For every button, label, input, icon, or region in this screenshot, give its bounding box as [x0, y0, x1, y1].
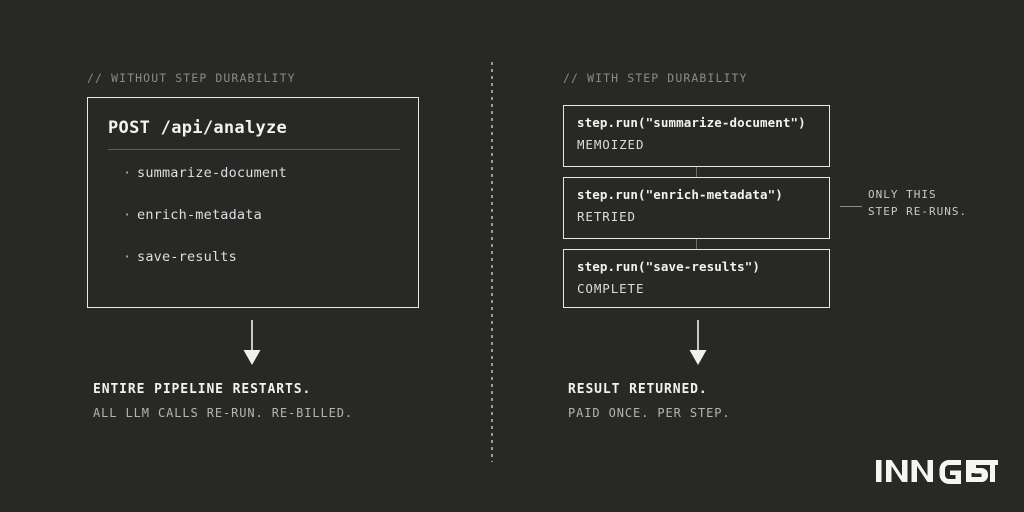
list-item-label: save-results [137, 249, 237, 265]
list-item: · summarize-document [123, 165, 287, 181]
status-badge: MEMOIZED [577, 137, 645, 152]
step-code: step.run("save-results") [577, 259, 761, 274]
inngest-logo [876, 458, 998, 484]
callout-annotation: ONLY THIS STEP RE-RUNS. [868, 186, 967, 220]
list-item-label: enrich-metadata [137, 207, 262, 223]
bullet-icon: · [123, 207, 132, 223]
step-connector [696, 239, 698, 249]
list-item: · enrich-metadata [123, 207, 262, 223]
step-box: step.run("summarize-document") MEMOIZED [563, 105, 830, 167]
callout-line-1: ONLY THIS [868, 188, 937, 201]
right-panel-caption: RESULT RETURNED. PAID ONCE. PER STEP. [568, 380, 731, 423]
callout-leader-line [840, 206, 862, 208]
monolith-request-card: POST /api/analyze · summarize-document · e… [87, 97, 419, 308]
caption-headline: RESULT RETURNED. [568, 382, 708, 397]
list-item: · save-results [123, 249, 237, 265]
caption-headline: ENTIRE PIPELINE RESTARTS. [93, 382, 312, 397]
step-code: step.run("enrich-metadata") [577, 187, 783, 202]
left-panel-comment: // WITHOUT STEP DURABILITY [87, 71, 296, 85]
callout-line-2: STEP RE-RUNS. [868, 205, 968, 218]
bullet-icon: · [123, 165, 132, 181]
step-code: step.run("summarize-document") [577, 115, 806, 130]
down-arrow-icon [687, 320, 709, 370]
right-panel-comment: // WITH STEP DURABILITY [563, 71, 748, 85]
list-item-label: summarize-document [137, 165, 287, 181]
bullet-icon: · [123, 249, 132, 265]
left-panel-caption: ENTIRE PIPELINE RESTARTS. ALL LLM CALLS … [93, 380, 353, 423]
status-badge: COMPLETE [577, 281, 645, 296]
down-arrow-icon [241, 320, 263, 370]
caption-subline: ALL LLM CALLS RE-RUN. RE-BILLED. [93, 406, 353, 420]
monolith-card-title: POST /api/analyze [108, 118, 288, 138]
vertical-dotted-divider [491, 62, 493, 462]
status-badge: RETRIED [577, 209, 636, 224]
step-box: step.run("enrich-metadata") RETRIED [563, 177, 830, 239]
step-box: step.run("save-results") COMPLETE [563, 249, 830, 308]
step-connector [696, 167, 698, 177]
caption-subline: PAID ONCE. PER STEP. [568, 406, 731, 420]
monolith-card-divider [108, 149, 400, 150]
